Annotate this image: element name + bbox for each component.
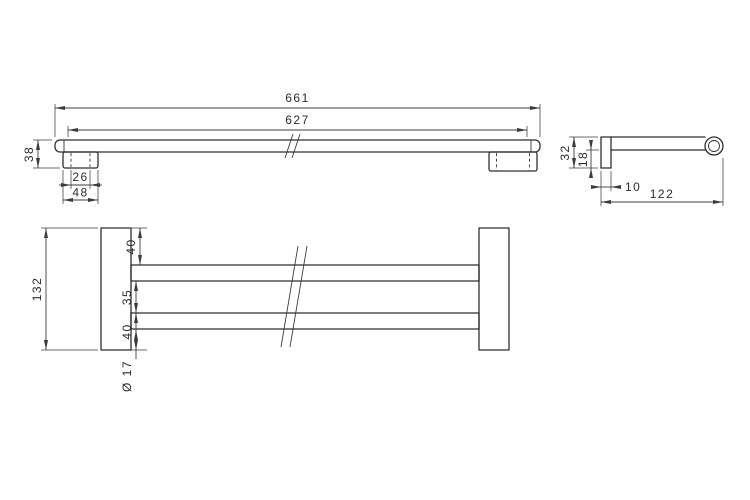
dim-40-bottom-label: 40 <box>120 323 134 339</box>
dim-48-label: 48 <box>72 186 88 200</box>
dim-26-label: 26 <box>72 170 88 184</box>
dim-132-label: 132 <box>30 277 44 302</box>
dim-627-label: 627 <box>285 113 310 127</box>
wall-plate-outline <box>600 136 612 169</box>
dim-35-label: 35 <box>120 289 134 305</box>
break-mark <box>284 133 294 159</box>
top-bar-outline <box>130 264 480 282</box>
left-bracket-outline <box>62 151 99 169</box>
front-view: 132 40 35 40 Ø 17 <box>30 227 510 392</box>
left-post-outline <box>100 227 132 351</box>
bottom-bar-outline <box>130 312 480 330</box>
dim-40-top-label: 40 <box>124 238 138 254</box>
top-view: 661 627 38 26 48 <box>22 91 541 204</box>
right-post-outline <box>478 227 510 351</box>
dim-10-label: 10 <box>625 180 641 194</box>
bar-section-circle <box>704 136 724 156</box>
side-view: 32 18 10 122 <box>558 136 724 206</box>
break-mark <box>289 245 308 348</box>
dim-122-label: 122 <box>650 187 675 201</box>
dim-38-label: 38 <box>22 146 36 162</box>
bar-section-inner-circle <box>708 140 720 152</box>
dim-661-label: 661 <box>285 91 310 105</box>
dim-18-label: 18 <box>576 151 590 167</box>
dim-diameter-label: Ø 17 <box>120 360 134 392</box>
break-mark <box>291 133 301 159</box>
break-mark <box>280 245 299 348</box>
bar-plan-outline <box>54 139 541 153</box>
dim-32-label: 32 <box>558 144 572 160</box>
right-bracket-outline <box>488 151 538 172</box>
